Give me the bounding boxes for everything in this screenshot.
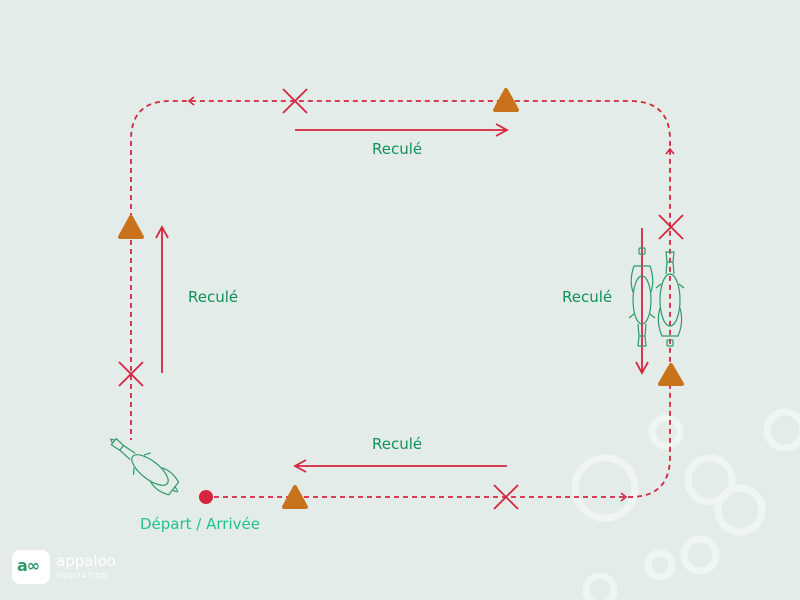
background-decoration xyxy=(571,408,800,600)
reverse-label-top: Reculé xyxy=(372,140,423,158)
start-dot-icon xyxy=(199,490,213,504)
brand-badge-glyph: a∞ xyxy=(17,556,40,575)
cross-marker-icon xyxy=(118,361,144,387)
start-finish-label: Départ / Arrivée xyxy=(140,515,260,533)
cone-icon xyxy=(493,88,519,112)
cone-icon xyxy=(658,363,684,386)
reverse-label-left: Reculé xyxy=(188,288,239,306)
cross-marker-icon xyxy=(493,484,519,510)
cone-icon xyxy=(282,485,308,509)
horse-icon xyxy=(109,247,685,496)
reverse-label-right: Reculé xyxy=(562,288,613,306)
cone-icon xyxy=(118,215,144,239)
cross-marker-icon xyxy=(282,88,308,114)
brand-logo-icon: a∞ xyxy=(12,550,50,584)
brand-name: appaloo xyxy=(56,552,116,570)
course-path xyxy=(130,100,671,498)
cross-marker-icon xyxy=(658,214,684,240)
brand-subtitle: ÉQUITATION xyxy=(56,572,109,580)
brand-logo: a∞ appaloo ÉQUITATION xyxy=(8,548,138,588)
reverse-label-bottom: Reculé xyxy=(372,435,423,453)
